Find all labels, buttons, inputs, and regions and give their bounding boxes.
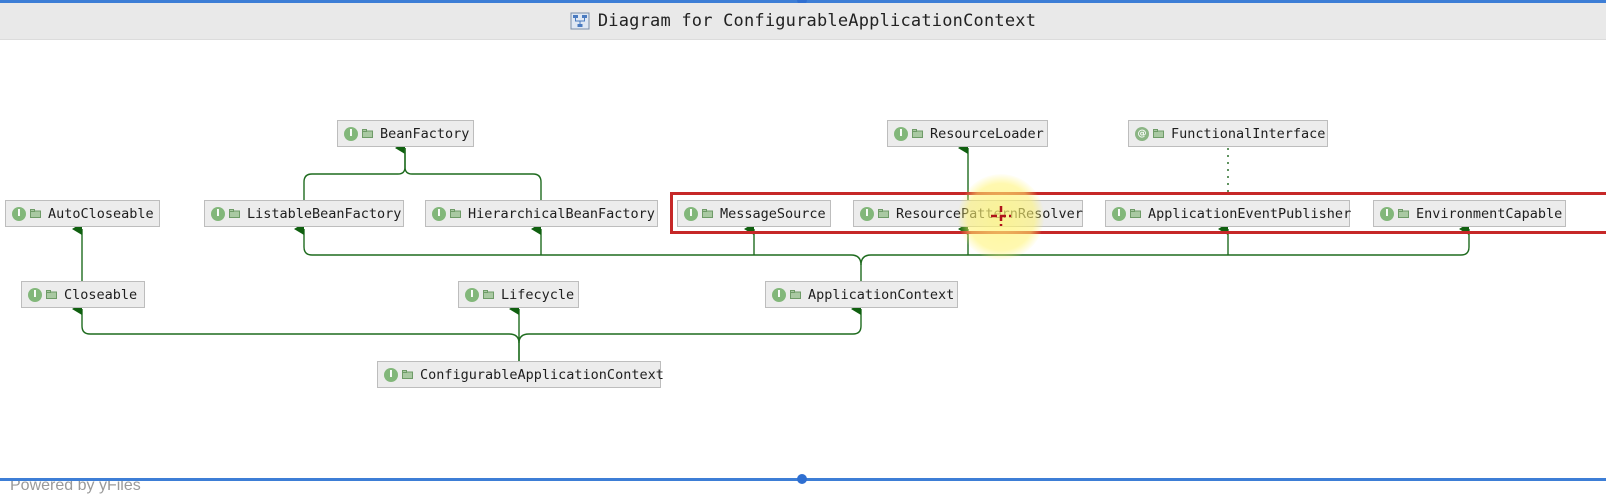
node-label: ConfigurableApplicationContext bbox=[420, 366, 664, 383]
diagram-icon bbox=[570, 12, 590, 30]
node-configurableapplicationcontext[interactable]: I ConfigurableApplicationContext bbox=[377, 361, 664, 388]
interface-icon: I bbox=[894, 126, 908, 141]
package-visibility-icon bbox=[362, 129, 373, 138]
interface-icon: I bbox=[12, 206, 26, 221]
node-functionalinterface[interactable]: @ FunctionalInterface bbox=[1128, 120, 1328, 147]
annotation-icon: @ bbox=[1135, 126, 1149, 141]
node-label: FunctionalInterface bbox=[1171, 125, 1326, 142]
package-visibility-icon bbox=[402, 370, 413, 379]
selection-highlight-box bbox=[670, 192, 1606, 234]
node-label: Lifecycle bbox=[501, 286, 575, 303]
interface-icon: I bbox=[465, 287, 479, 302]
edge-listable-to-beanfactory bbox=[303, 142, 406, 200]
node-lifecycle[interactable]: I Lifecycle bbox=[458, 281, 579, 308]
interface-icon: I bbox=[211, 206, 225, 221]
edge-hierarchical-to-beanfactory bbox=[404, 148, 542, 200]
node-closeable[interactable]: I Closeable bbox=[21, 281, 145, 308]
node-environmentcapable[interactable]: I EnvironmentCapable bbox=[1373, 200, 1566, 227]
top-resize-handle[interactable] bbox=[797, 0, 807, 5]
edge-cac-closeable bbox=[72, 303, 520, 361]
edge-appctx-bus bbox=[294, 223, 862, 281]
node-label: EnvironmentCapable bbox=[1416, 205, 1563, 222]
package-visibility-icon bbox=[46, 290, 57, 299]
package-visibility-icon bbox=[1153, 129, 1164, 138]
crosshair-cursor-icon bbox=[991, 206, 1011, 226]
package-visibility-icon bbox=[1398, 209, 1409, 218]
package-visibility-icon bbox=[483, 290, 494, 299]
interface-icon: I bbox=[344, 126, 358, 141]
package-visibility-icon bbox=[30, 209, 41, 218]
node-applicationcontext[interactable]: I ApplicationContext bbox=[765, 281, 958, 308]
node-label: Closeable bbox=[64, 286, 138, 303]
interface-icon: I bbox=[1112, 206, 1126, 221]
package-visibility-icon bbox=[702, 209, 713, 218]
package-visibility-icon bbox=[450, 209, 461, 218]
node-label: ResourceLoader bbox=[930, 125, 1044, 142]
node-label: BeanFactory bbox=[380, 125, 470, 142]
node-label: ApplicationContext bbox=[808, 286, 955, 303]
interface-icon: I bbox=[1380, 206, 1394, 221]
node-messagesource[interactable]: I MessageSource bbox=[677, 200, 831, 227]
node-autocloseable[interactable]: I AutoCloseable bbox=[5, 200, 160, 227]
interface-icon: I bbox=[860, 206, 874, 221]
package-visibility-icon bbox=[790, 290, 801, 299]
diagram-canvas[interactable]: I BeanFactory I ResourceLoader @ Functio… bbox=[0, 40, 1606, 494]
inheritance-edges bbox=[72, 142, 1470, 361]
node-applicationeventpublisher[interactable]: I ApplicationEventPublisher bbox=[1105, 200, 1352, 227]
node-hierarchicalbeanfactory[interactable]: I HierarchicalBeanFactory bbox=[425, 200, 658, 227]
interface-icon: I bbox=[28, 287, 42, 302]
bottom-resize-handle[interactable] bbox=[797, 474, 807, 484]
package-visibility-icon bbox=[878, 209, 889, 218]
package-visibility-icon bbox=[229, 209, 240, 218]
diagram-title: Diagram for ConfigurableApplicationConte… bbox=[597, 11, 1037, 31]
node-label: MessageSource bbox=[720, 205, 826, 222]
node-listablebeanfactory[interactable]: I ListableBeanFactory bbox=[204, 200, 404, 227]
edge-appctx-right-bus bbox=[860, 223, 1470, 266]
interface-icon: I bbox=[684, 206, 698, 221]
interface-icon: I bbox=[384, 367, 398, 382]
interface-icon: I bbox=[432, 206, 446, 221]
node-beanfactory[interactable]: I BeanFactory bbox=[337, 120, 474, 147]
diagram-title-bar: Diagram for ConfigurableApplicationConte… bbox=[0, 3, 1606, 40]
node-label: ApplicationEventPublisher bbox=[1148, 205, 1352, 222]
package-visibility-icon bbox=[912, 129, 923, 138]
node-label: ListableBeanFactory bbox=[247, 205, 402, 222]
edge-cac-appctx bbox=[518, 303, 862, 344]
interface-icon: I bbox=[772, 287, 786, 302]
node-resourceloader[interactable]: I ResourceLoader bbox=[887, 120, 1048, 147]
node-label: HierarchicalBeanFactory bbox=[468, 205, 655, 222]
node-label: AutoCloseable bbox=[48, 205, 154, 222]
package-visibility-icon bbox=[1130, 209, 1141, 218]
